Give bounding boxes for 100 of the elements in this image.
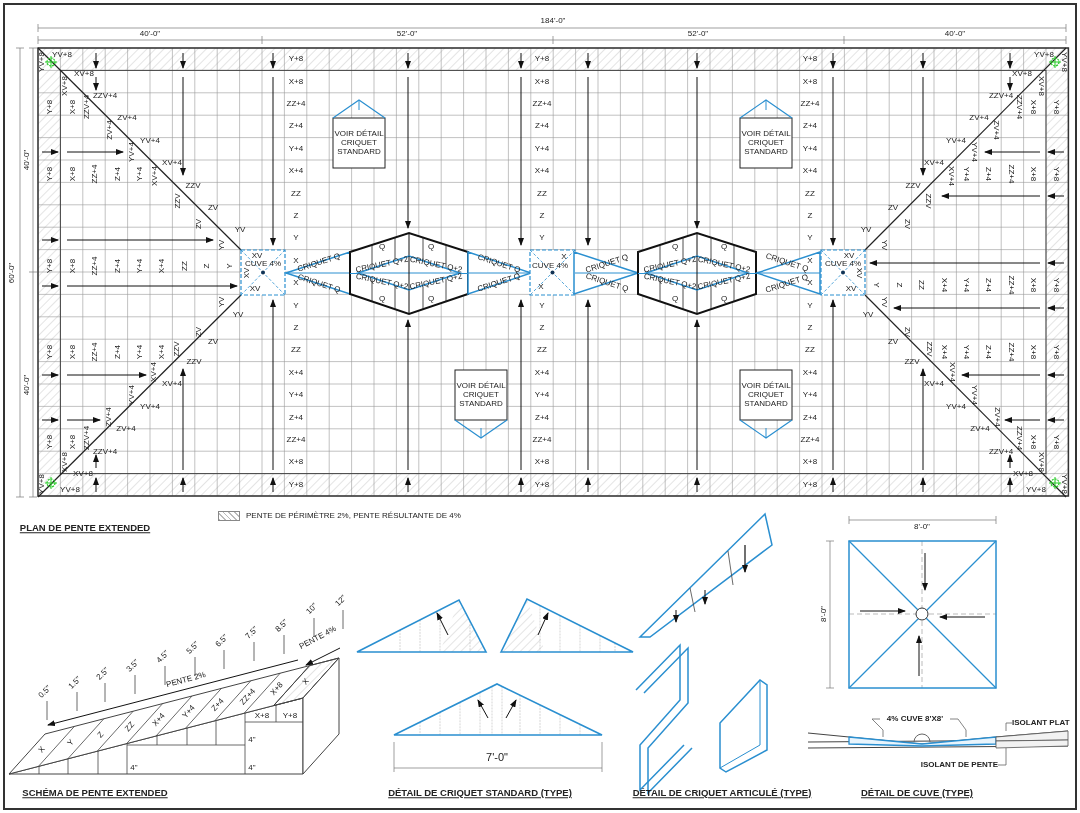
slope-code-label: X+8 [288, 458, 304, 467]
slope-code-label: Z [539, 212, 545, 220]
slope-code-label: ZV [195, 218, 203, 230]
slope-code-label: ZZV [924, 193, 932, 209]
drain-zone-box [821, 250, 865, 295]
drain-label: CUVE 4% [825, 260, 861, 268]
legend-text: PENTE DE PÉRIMÈTRE 2%, PENTE RÉSULTANTE DE 4% [246, 512, 461, 520]
cricket-triangle [575, 252, 638, 294]
slope-code-label: Y+8 [534, 55, 550, 64]
dimension-label: 40'-0" [23, 374, 31, 396]
slope-code-label: Y [293, 301, 299, 310]
slope-code-label: Z [203, 263, 211, 269]
slope-code-label: Y+4 [962, 166, 970, 182]
dimension-label: 7'-0" [486, 751, 508, 763]
dimension-label: 4" [248, 764, 256, 772]
slope-code-label: Z [539, 324, 545, 332]
slope-code-label: Z+4 [289, 122, 303, 131]
slope-code-label: X [807, 279, 813, 288]
slope-code-label: Z [95, 730, 106, 740]
slope-code-label: Z+4 [984, 278, 992, 292]
drain-zone-box [530, 250, 575, 295]
leader-line [871, 718, 884, 738]
slope-code-label: ZZ+4 [91, 342, 99, 362]
slope-code-label: Z [807, 212, 813, 220]
slope-code-label: ZZ+4 [800, 436, 820, 444]
slope-code-label: ZV+4 [106, 120, 114, 140]
slope-label: PENTE 2% [165, 670, 207, 690]
slope-code-label: YV [234, 226, 246, 234]
slope-code-label: Y [226, 263, 234, 269]
cricket-label: CRIQUET Q+2 [697, 272, 751, 292]
slope-code-label: X+8 [288, 77, 304, 86]
slope-code-label: YV+8 [1060, 474, 1068, 494]
slope-code-label: Y [293, 234, 299, 243]
slope-code-label: Y [66, 737, 76, 748]
slope-code-label: XV+4 [947, 166, 955, 186]
slope-code-label: X [301, 677, 312, 687]
slope-code-label: X+8 [69, 258, 77, 274]
slope-code-label: XV+8 [74, 70, 94, 78]
insulation-layer [996, 740, 1068, 748]
slope-code-label: ZZ+4 [532, 100, 552, 108]
height-label: 6.5" [214, 633, 230, 649]
drain-label: CUVE 4% [532, 262, 568, 270]
slope-code-label: X+8 [1029, 277, 1037, 293]
cricket-label: Q [671, 295, 679, 303]
slope-code-label: ZZV [174, 193, 182, 209]
drain-label: XV [855, 267, 863, 279]
dimension-label: 4" [248, 736, 256, 744]
slope-code-label: YV+4 [140, 137, 160, 145]
slope-code-label: XV+8 [61, 452, 69, 472]
dimension-label: 40'-0" [23, 149, 31, 171]
cricket-label: Q [671, 243, 679, 251]
dimension-label: 40'-0" [139, 30, 161, 38]
slope-code-label: Y+8 [802, 480, 818, 489]
dimension-label: 8'-0" [820, 606, 828, 622]
slope-code-label: Y+8 [46, 434, 54, 450]
slope-code-label: YV+8 [38, 52, 46, 72]
slope-code-label: ZV [887, 338, 899, 346]
cricket-label: CRIQUET Q+2 [409, 272, 463, 292]
slope-code-label: Z+4 [114, 167, 122, 181]
height-label: 10" [305, 602, 319, 616]
slope-code-label: Y [807, 234, 813, 243]
slope-code-label: YV [860, 226, 872, 234]
reference-note: VOIR DÉTAIL CRIQUET STANDARD [741, 129, 791, 157]
slope-code-label: ZZ [291, 189, 301, 198]
leader-line [997, 747, 1007, 766]
height-label: 4.5" [155, 649, 171, 665]
height-label: 8.5" [274, 618, 290, 634]
slope-code-label: ZZ [917, 280, 925, 290]
slope-code-label: X [36, 745, 47, 755]
detail-reference-box [740, 370, 792, 438]
slope-code-label: ZZV+4 [92, 448, 118, 456]
cricket-label: Q [378, 295, 386, 303]
slope-code-label: Y+4 [962, 344, 970, 360]
dimension-label: 4" [130, 764, 138, 772]
height-label: 3.5" [125, 658, 141, 674]
height-label: 12" [334, 594, 348, 608]
insulation-layer [996, 731, 1068, 741]
slope-code-label: Y+4 [136, 258, 144, 274]
slope-code-label: XV+8 [61, 76, 69, 96]
slope-code-label: ZZ [291, 346, 301, 355]
slope-code-label: Y+4 [180, 704, 197, 721]
slope-code-label: XV+8 [1012, 70, 1032, 78]
leader-line [949, 718, 967, 738]
slope-code-label: YV+4 [970, 385, 978, 405]
slope-code-label: Z+4 [803, 413, 817, 422]
drawing-title: DÉTAIL DE CRIQUET ARTICULÉ (TYPE) [632, 788, 812, 798]
slope-code-label: ZZ [181, 261, 189, 271]
slope-code-label: YV+8 [1026, 486, 1046, 494]
slope-code-label: X [293, 279, 299, 288]
slope-code-label: YV [862, 311, 874, 319]
slope-code-label: X+8 [802, 458, 818, 467]
slope-code-label: Z [807, 324, 813, 332]
drain-label: XV [243, 267, 251, 279]
height-label: 5.5" [185, 640, 201, 656]
slope-code-label: ZZ+4 [91, 164, 99, 184]
slope-code-label: X+4 [288, 167, 304, 176]
drawing-title: PLAN DE PENTE EXTENDED [19, 523, 151, 533]
slope-code-label: YV [880, 239, 888, 251]
slope-code-label: X+4 [802, 167, 818, 176]
slope-code-label: Y+8 [534, 480, 550, 489]
